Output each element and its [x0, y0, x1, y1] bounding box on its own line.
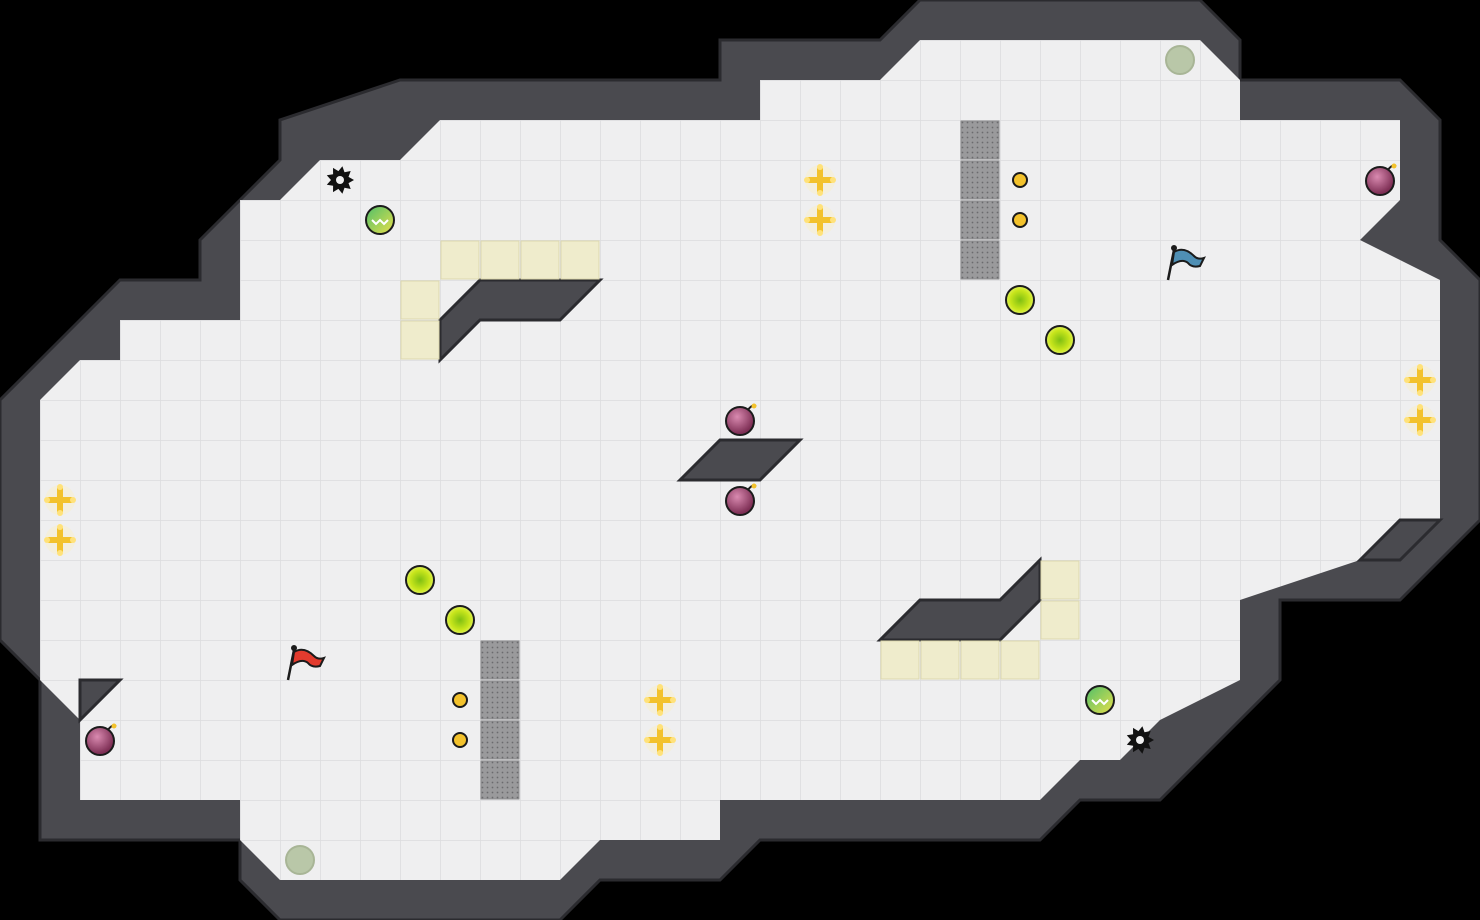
yellow-tile — [400, 280, 440, 320]
yellow-tiles — [400, 240, 1080, 680]
yellow-tile — [440, 240, 480, 280]
yellow-tile — [560, 240, 600, 280]
wall-ramp-top — [438, 278, 604, 364]
boost-icon — [804, 164, 836, 196]
powerup-icon — [1045, 325, 1075, 355]
gate-tile — [960, 240, 1000, 280]
boost-icon — [1404, 404, 1436, 436]
red-flag-icon — [286, 645, 326, 681]
gate-tiles — [480, 120, 1000, 800]
jukejuice-icon — [1085, 685, 1115, 715]
inner-walls — [78, 278, 1444, 724]
jukejuice-items — [365, 205, 1115, 715]
powerup-icon — [405, 565, 435, 595]
boost-icon — [644, 684, 676, 716]
jukejuice-icon — [365, 205, 395, 235]
yellow-tile — [880, 640, 920, 680]
powerups — [405, 285, 1075, 635]
yellow-tile — [480, 240, 520, 280]
gate-tile — [960, 160, 1000, 200]
gate-tile — [480, 680, 520, 720]
gate-tile — [480, 760, 520, 800]
gate-tile — [480, 720, 520, 760]
powerup-icon — [445, 605, 475, 635]
portals — [285, 45, 1195, 875]
bomb-icon — [725, 403, 757, 436]
boost-icon — [44, 484, 76, 516]
yellow-tile — [400, 320, 440, 360]
yellow-tile — [960, 640, 1000, 680]
wall-nub-left — [78, 678, 124, 724]
pellet-icon — [452, 732, 468, 748]
boost-pads — [44, 164, 1436, 756]
spikes — [326, 166, 1154, 754]
spike-icon — [326, 166, 354, 194]
boost-icon — [644, 724, 676, 756]
boost-icon — [44, 524, 76, 556]
yellow-tile — [1040, 560, 1080, 600]
boost-icon — [1404, 364, 1436, 396]
yellow-tile — [520, 240, 560, 280]
powerup-icon — [1005, 285, 1035, 315]
pellets — [452, 172, 1028, 748]
blue-flag-icon — [1166, 245, 1206, 281]
yellow-tile — [1000, 640, 1040, 680]
gate-tile — [960, 120, 1000, 160]
yellow-tile — [1040, 600, 1080, 640]
portal-icon — [1165, 45, 1195, 75]
spike-icon — [1126, 726, 1154, 754]
bombs — [85, 163, 1397, 756]
bomb-icon — [85, 723, 117, 756]
flags — [286, 245, 1206, 681]
wall-ramp-bottom — [876, 556, 1042, 642]
bomb-icon — [725, 483, 757, 516]
pellet-icon — [1012, 172, 1028, 188]
gate-tile — [480, 640, 520, 680]
pellet-icon — [452, 692, 468, 708]
wall-slab-center — [676, 438, 804, 482]
portal-icon — [285, 845, 315, 875]
boost-icon — [804, 204, 836, 236]
yellow-tile — [920, 640, 960, 680]
wall-nub-right — [1356, 518, 1444, 562]
pellet-icon — [1012, 212, 1028, 228]
gate-tile — [960, 200, 1000, 240]
bomb-icon — [1365, 163, 1397, 196]
